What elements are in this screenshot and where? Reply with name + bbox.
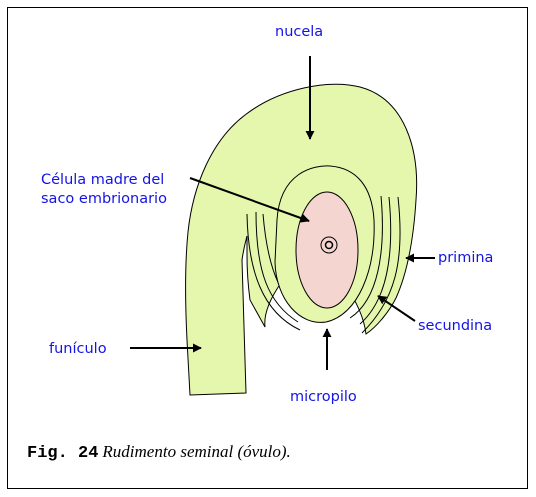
embryo-sac-mother-cell — [296, 192, 358, 308]
label-celula-madre-line2: saco embrionario — [41, 191, 167, 207]
label-nucela: nucela — [275, 24, 323, 40]
label-secundina: secundina — [418, 318, 492, 334]
label-primina: primina — [438, 250, 493, 266]
figure-caption-text: Rudimento seminal (óvulo). — [102, 442, 290, 461]
label-celula-madre-line1: Célula madre del — [41, 172, 164, 188]
label-funiculo: funículo — [49, 341, 107, 357]
figure-caption: Fig. 24 Rudimento seminal (óvulo). — [27, 442, 291, 463]
figure-number: Fig. 24 — [27, 444, 98, 463]
label-micropilo: micropilo — [290, 389, 357, 405]
